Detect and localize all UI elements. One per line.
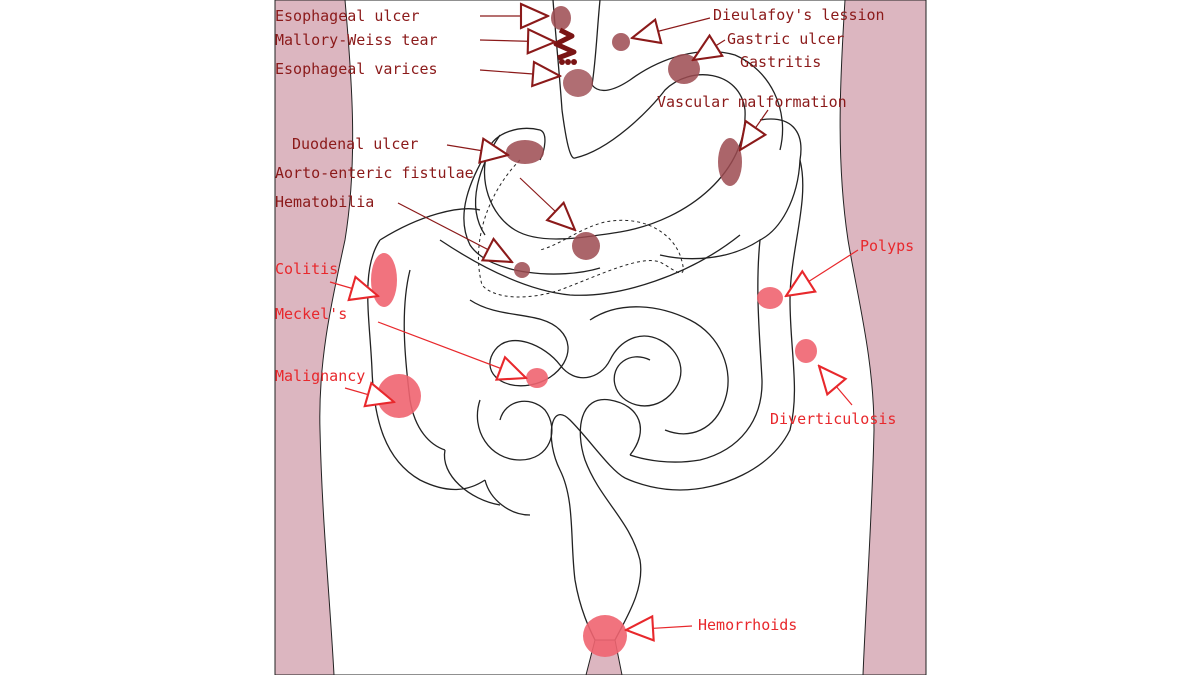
label-hematobilia: Hematobilia: [275, 193, 374, 211]
lesion-vascular-malformation: [718, 138, 742, 186]
label-colitis: Colitis: [275, 260, 338, 278]
label-hemorrhoids: Hemorrhoids: [698, 616, 797, 634]
label-polyps: Polyps: [860, 237, 914, 255]
label-esophageal-varices: Esophageal varices: [275, 60, 438, 78]
lesion-esophageal-ulcer: [551, 6, 571, 30]
label-esophageal-ulcer: Esophageal ulcer: [275, 7, 420, 25]
lesion-malignancy: [377, 374, 421, 418]
lesion-meckels: [526, 368, 548, 388]
label-aorto-enteric-fistulae: Aorto-enteric fistulae: [275, 164, 474, 182]
lesion-esophageal-varices: [563, 69, 593, 97]
label-vascular-malformation: Vascular malformation: [657, 93, 847, 111]
label-mallory-weiss-tear: Mallory-Weiss tear: [275, 31, 438, 49]
lesion-aorto-enteric-fistulae: [572, 232, 600, 260]
label-diverticulosis: Diverticulosis: [770, 410, 896, 428]
label-malignancy: Malignancy: [275, 367, 365, 385]
lesion-colitis: [371, 253, 397, 307]
lesion-hemorrhoids: [583, 615, 627, 657]
label-gastric-ulcer: Gastric ulcer: [727, 30, 844, 48]
lesion-dieulafoys: [612, 33, 630, 51]
label-meckels: Meckel's: [275, 305, 347, 323]
lesion-polyps: [757, 287, 783, 309]
label-dieulafoys-lesion: Dieulafoy's lession: [713, 6, 885, 24]
lesion-hematobilia: [514, 262, 530, 278]
lesion-diverticulosis: [795, 339, 817, 363]
label-duodenal-ulcer: Duodenal ulcer: [292, 135, 418, 153]
label-gastritis: Gastritis: [740, 53, 821, 71]
lesion-duodenal-ulcer: [506, 140, 544, 164]
